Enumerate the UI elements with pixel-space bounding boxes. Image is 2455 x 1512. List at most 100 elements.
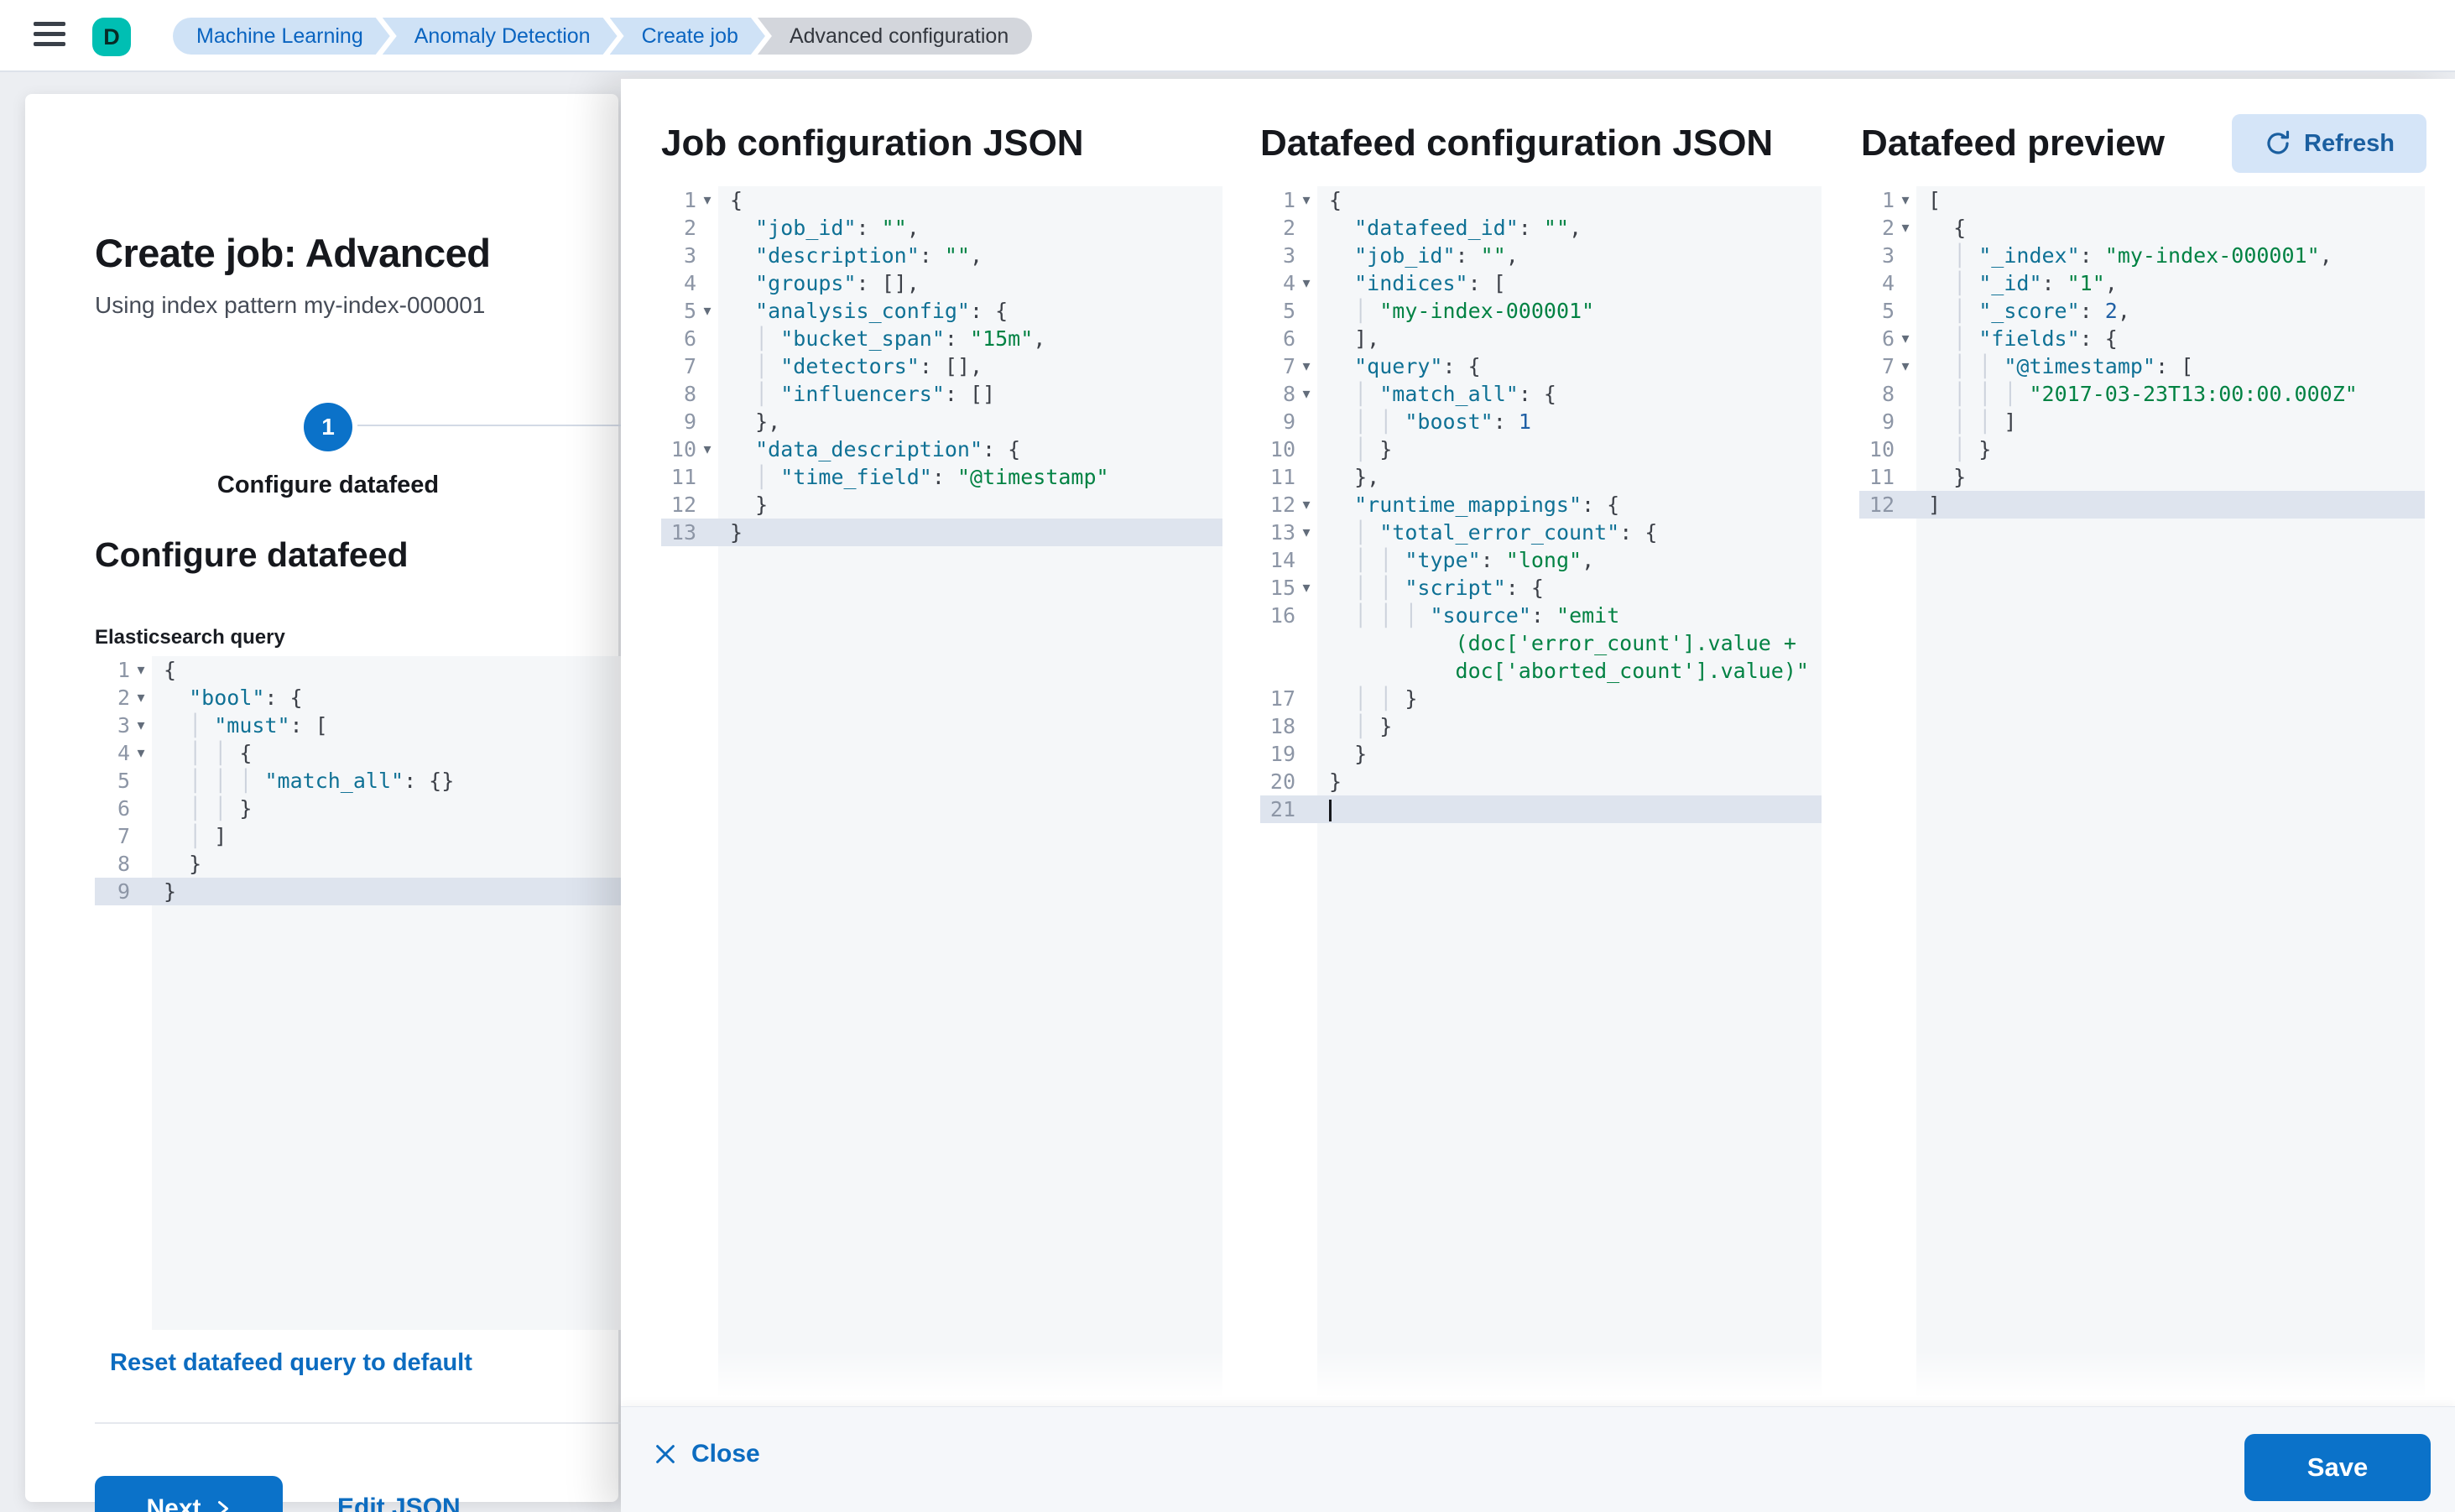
line-number: 5 <box>1282 299 1295 323</box>
line-number: 7▾ <box>1260 352 1317 380</box>
refresh-button[interactable]: Refresh <box>2232 114 2426 173</box>
step-1-indicator[interactable]: 1 <box>304 403 352 451</box>
fold-toggle-icon[interactable]: ▾ <box>1302 524 1311 541</box>
line-number: 13▾ <box>1260 519 1317 546</box>
code-line: 9} <box>95 878 640 905</box>
line-number: 8 <box>683 382 696 406</box>
fold-toggle-icon[interactable]: ▾ <box>1901 219 1910 237</box>
line-number: 20 <box>1269 769 1295 794</box>
code-line: 18 │ } <box>1260 712 1822 740</box>
code-line: 5 │ "_score": 2, <box>1859 297 2425 325</box>
flyout-footer: Close Save <box>621 1406 2455 1512</box>
code-line: 4 "groups": [], <box>661 269 1222 297</box>
next-button[interactable]: Next <box>95 1476 283 1512</box>
line-number: 9 <box>1881 409 1895 434</box>
line-number: 3 <box>683 243 696 268</box>
fold-toggle-icon[interactable]: ▾ <box>137 717 145 734</box>
line-number: 10▾ <box>661 435 718 463</box>
line-number: 2▾ <box>1859 214 1916 242</box>
code-line: 1▾{ <box>1260 186 1822 214</box>
edit-json-button[interactable]: Edit JSON <box>337 1494 461 1512</box>
code-line: 8▾ │ "match_all": { <box>1260 380 1822 408</box>
breadcrumb-item[interactable]: Anomaly Detection <box>383 18 618 55</box>
fold-toggle-icon[interactable]: ▾ <box>703 441 711 458</box>
code-line: 2 "job_id": "", <box>661 214 1222 242</box>
breadcrumb-item[interactable]: Machine Learning <box>173 18 390 55</box>
line-number: 8 <box>117 852 130 876</box>
space-avatar[interactable]: D <box>92 18 131 56</box>
close-icon <box>656 1445 675 1463</box>
fold-toggle-icon[interactable]: ▾ <box>137 689 145 706</box>
line-number <box>1260 629 1317 657</box>
fold-toggle-icon[interactable]: ▾ <box>1302 385 1311 403</box>
code-line: (doc['error_count'].value + <box>1260 629 1822 657</box>
code-line: 11 } <box>1859 463 2425 491</box>
code-line: 9 }, <box>661 408 1222 435</box>
create-job-wizard-panel: Create job: Advanced Using index pattern… <box>25 94 644 1512</box>
datafeed-preview-editor[interactable]: 1▾[2▾ {3 │ "_index": "my-index-000001",4… <box>1859 186 2425 1398</box>
line-number: 6 <box>683 326 696 351</box>
chevron-right-icon <box>217 1501 228 1512</box>
line-number: 15▾ <box>1260 574 1317 602</box>
step-progress-line <box>357 425 644 426</box>
close-button[interactable]: Close <box>653 1422 760 1486</box>
job-config-editor[interactable]: 1▾{2 "job_id": "",3 "description": "",4 … <box>661 186 1222 1398</box>
line-number: 1▾ <box>95 656 152 684</box>
code-line: 1▾{ <box>661 186 1222 214</box>
line-number: 5 <box>117 769 130 793</box>
code-line: 21 <box>1260 795 1822 823</box>
menu-icon[interactable] <box>34 22 65 50</box>
fold-toggle-icon[interactable]: ▾ <box>1302 579 1311 597</box>
datafeed-config-title: Datafeed configuration JSON <box>1260 123 1774 164</box>
line-number: 11 <box>1869 465 1895 489</box>
code-line: 20} <box>1260 768 1822 795</box>
code-line: 3 │ "_index": "my-index-000001", <box>1859 242 2425 269</box>
breadcrumb-item[interactable]: Create job <box>610 18 765 55</box>
code-line: 13▾ │ "total_error_count": { <box>1260 519 1822 546</box>
text-cursor <box>1329 800 1332 821</box>
line-number: 4 <box>683 271 696 295</box>
fold-toggle-icon[interactable]: ▾ <box>1901 330 1910 347</box>
code-line: 13} <box>661 519 1222 546</box>
line-number: 3 <box>1881 243 1895 268</box>
line-number: 5▾ <box>661 297 718 325</box>
fold-toggle-icon[interactable]: ▾ <box>1901 191 1910 209</box>
fold-toggle-icon[interactable]: ▾ <box>137 744 145 762</box>
code-line: 8 │ │ │ "2017-03-23T13:00:00.000Z" <box>1859 380 2425 408</box>
line-number: 21 <box>1269 797 1295 821</box>
index-pattern-subtitle: Using index pattern my-index-000001 <box>95 292 486 318</box>
code-line: 11 }, <box>1260 463 1822 491</box>
code-line: 7▾ │ │ "@timestamp": [ <box>1859 352 2425 380</box>
reset-datafeed-query-link[interactable]: Reset datafeed query to default <box>110 1349 472 1376</box>
fold-toggle-icon[interactable]: ▾ <box>1302 191 1311 209</box>
line-number: 11 <box>1269 465 1295 489</box>
code-line: 15▾ │ │ "script": { <box>1260 574 1822 602</box>
line-number: 1▾ <box>1859 186 1916 214</box>
save-button[interactable]: Save <box>2244 1434 2431 1501</box>
fold-toggle-icon[interactable]: ▾ <box>1901 357 1910 375</box>
line-number: 9 <box>1282 409 1295 434</box>
fold-toggle-icon[interactable]: ▾ <box>703 302 711 320</box>
elasticsearch-query-label: Elasticsearch query <box>95 626 285 649</box>
line-number: 8 <box>1881 382 1895 406</box>
code-line: 14 │ │ "type": "long", <box>1260 546 1822 574</box>
line-number: 17 <box>1269 686 1295 711</box>
fold-toggle-icon[interactable]: ▾ <box>137 661 145 679</box>
line-number: 4 <box>1881 271 1895 295</box>
fold-toggle-icon[interactable]: ▾ <box>1302 274 1311 292</box>
elasticsearch-query-editor[interactable]: 1▾{2▾ "bool": {3▾ │ "must": [4▾ │ │ {5 │… <box>95 656 640 1330</box>
datafeed-config-editor[interactable]: 1▾{2 "datafeed_id": "",3 "job_id": "",4▾… <box>1260 186 1822 1398</box>
code-line: 5 │ "my-index-000001" <box>1260 297 1822 325</box>
footer-divider <box>95 1422 644 1424</box>
fold-toggle-icon[interactable]: ▾ <box>703 191 711 209</box>
line-number: 6 <box>117 796 130 821</box>
fold-toggle-icon[interactable]: ▾ <box>1302 357 1311 375</box>
code-line: doc['aborted_count'].value)" <box>1260 657 1822 685</box>
code-line: 11 │ "time_field": "@timestamp" <box>661 463 1222 491</box>
line-number: 12▾ <box>1260 491 1317 519</box>
line-number <box>1260 657 1317 685</box>
fold-toggle-icon[interactable]: ▾ <box>1302 496 1311 514</box>
refresh-icon <box>2267 130 2290 154</box>
breadcrumb-item: Advanced configuration <box>757 18 1033 55</box>
